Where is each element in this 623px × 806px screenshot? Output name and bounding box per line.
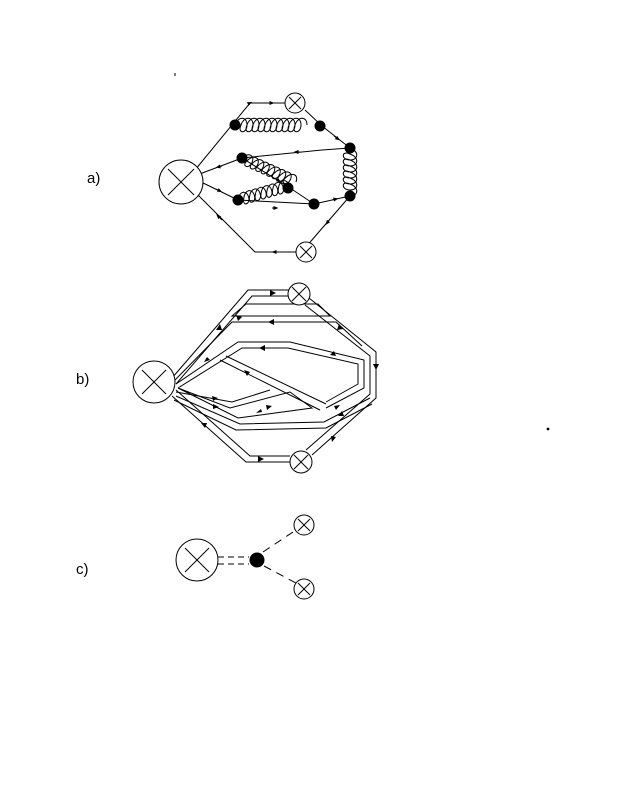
arrow-head-icon bbox=[330, 351, 336, 356]
black-dot-vertex-icon bbox=[344, 190, 356, 202]
arrow-head-icon bbox=[244, 370, 250, 376]
arrow-head-icon bbox=[256, 409, 262, 413]
double-line bbox=[175, 389, 290, 457]
stray-dot bbox=[546, 427, 550, 431]
double-line bbox=[171, 289, 290, 379]
double-line bbox=[171, 395, 290, 463]
double-line bbox=[175, 389, 271, 403]
double-line bbox=[173, 399, 373, 431]
arrow-head-icon bbox=[201, 423, 207, 428]
diagram-c bbox=[175, 514, 315, 600]
arrow-head-icon bbox=[259, 345, 265, 351]
arrow-head-icon bbox=[204, 357, 210, 362]
dashed-line bbox=[262, 529, 297, 553]
double-line bbox=[175, 295, 288, 385]
black-dot-vertex-icon bbox=[344, 142, 356, 154]
quark-line bbox=[237, 199, 315, 205]
double-line bbox=[175, 395, 371, 425]
double-line-loop bbox=[177, 387, 314, 419]
arrow-head-icon bbox=[266, 405, 272, 410]
black-dot-vertex-icon bbox=[308, 198, 320, 210]
arrow-head-icon bbox=[236, 315, 242, 321]
arrow-head-icon bbox=[213, 404, 219, 409]
crossed-circle-vertex-icon bbox=[175, 538, 219, 582]
double-line bbox=[175, 341, 365, 409]
arrow-head-icon bbox=[337, 324, 343, 330]
gluon-line bbox=[234, 117, 308, 133]
quark-line bbox=[304, 109, 351, 149]
arrow-head-icon bbox=[268, 319, 274, 325]
black-dot-vertex-icon bbox=[282, 182, 294, 194]
double-line bbox=[173, 321, 363, 382]
double-line bbox=[225, 355, 327, 405]
arrow-head-icon bbox=[334, 405, 340, 410]
black-dot-vertex-icon bbox=[229, 119, 241, 131]
quark-line bbox=[241, 147, 351, 159]
double-line bbox=[308, 297, 377, 456]
crossed-circle-vertex-icon bbox=[287, 282, 311, 306]
arrow-head-icon bbox=[338, 411, 344, 416]
crossed-circle-vertex-icon bbox=[293, 514, 315, 536]
black-dot-vertex-icon bbox=[236, 152, 248, 164]
arrow-head-icon bbox=[212, 396, 218, 401]
diagram-a bbox=[158, 73, 358, 263]
panel-b-label: b) bbox=[76, 371, 90, 388]
arrow-head-icon bbox=[331, 436, 336, 442]
crossed-circle-vertex-icon bbox=[295, 241, 317, 263]
crossed-circle-vertex-icon bbox=[132, 360, 176, 404]
double-line-loop bbox=[230, 303, 332, 317]
black-dot-vertex-icon bbox=[314, 120, 326, 132]
black-dot-vertex-icon bbox=[232, 194, 244, 206]
quark-line bbox=[194, 191, 297, 253]
panel-a-label: a) bbox=[87, 170, 101, 187]
crossed-circle-vertex-icon bbox=[158, 159, 204, 205]
panel-c-label: c) bbox=[76, 561, 89, 578]
crossed-circle-vertex-icon bbox=[289, 450, 313, 474]
dashed-line bbox=[263, 565, 297, 584]
arrow-head-icon bbox=[258, 456, 264, 462]
crossed-circle-vertex-icon bbox=[293, 578, 315, 600]
gluon-line bbox=[237, 180, 290, 205]
crossed-circle-vertex-icon bbox=[284, 92, 306, 114]
arrow-head-icon bbox=[270, 290, 276, 296]
gluon-line bbox=[342, 147, 358, 197]
arrow-head-icon bbox=[216, 324, 222, 330]
double-line bbox=[177, 347, 359, 403]
gluon-line bbox=[241, 154, 298, 185]
black-dot-vertex-icon bbox=[249, 552, 265, 568]
diagram-b bbox=[132, 282, 379, 474]
arrow-head-icon bbox=[373, 364, 379, 370]
